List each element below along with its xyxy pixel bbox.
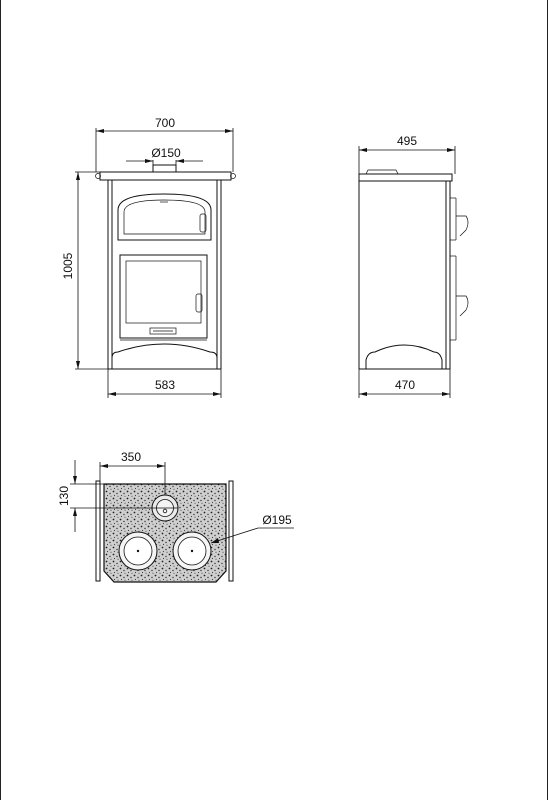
flue-collar <box>152 164 177 173</box>
top-view <box>95 480 234 583</box>
dim-flue-offset-y: 130 <box>57 486 71 506</box>
firebox-glass <box>125 260 202 324</box>
firebox-handle <box>195 293 203 313</box>
dim-flue-offset-x: 350 <box>121 450 141 464</box>
dim-height: 1005 <box>61 252 75 279</box>
side-base-arch <box>365 344 443 369</box>
dim-hotplate-diameter: Ø195 <box>262 513 292 527</box>
oven-door-handle <box>199 213 207 233</box>
top-rail-left <box>95 480 101 582</box>
front-dimensions: 700 Ø150 1005 583 <box>61 116 234 398</box>
dim-front-width-base: 583 <box>155 378 175 392</box>
side-dimensions: 495 470 <box>358 134 456 398</box>
air-vent <box>149 327 177 335</box>
dim-side-depth-base: 470 <box>395 378 415 392</box>
side-top-plate <box>358 173 453 182</box>
front-view <box>95 164 236 370</box>
front-base-arch <box>111 343 218 369</box>
side-view <box>358 169 469 370</box>
side-flue-collar <box>365 169 399 175</box>
top-rail-right <box>228 480 234 582</box>
side-firebox-handle <box>456 295 469 317</box>
firebox-door <box>119 254 208 339</box>
dim-front-width-top: 700 <box>155 116 175 130</box>
top-dimensions: 350 130 Ø195 <box>57 450 294 544</box>
dim-flue-diameter: Ø150 <box>151 146 181 160</box>
oven-door <box>117 193 212 241</box>
front-top-knob-right <box>230 173 236 179</box>
oven-door-window <box>123 199 206 235</box>
side-oven-handle <box>456 215 469 237</box>
dim-side-depth-top: 495 <box>397 134 417 148</box>
front-top-knob-left <box>95 173 101 179</box>
front-top-plate <box>99 171 232 181</box>
